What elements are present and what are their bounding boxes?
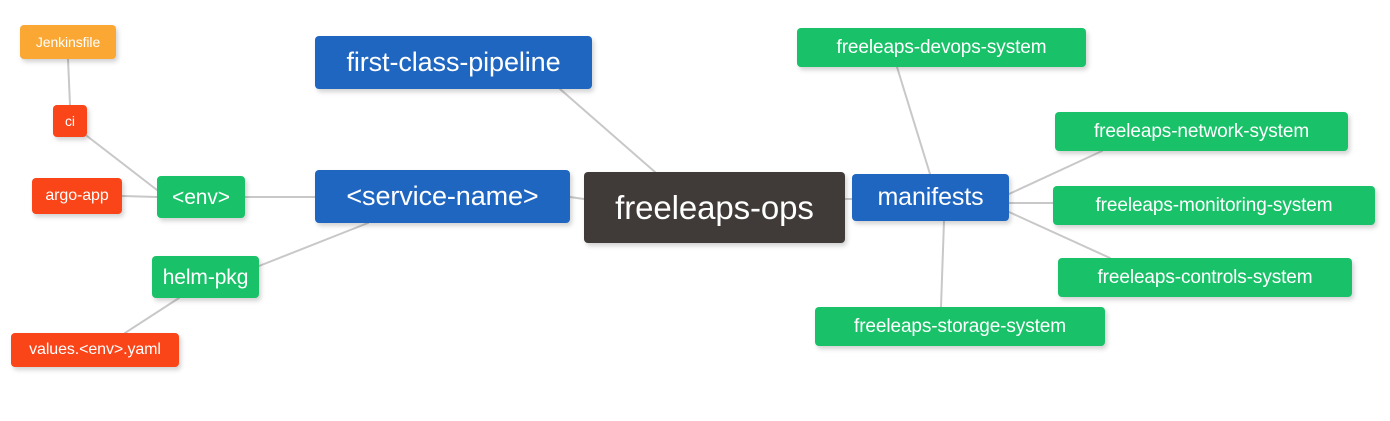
edge-service-name-to-freeleaps-ops bbox=[569, 196, 585, 200]
node-ci[interactable]: ci bbox=[53, 105, 87, 137]
node-first-class-pipeline[interactable]: first-class-pipeline bbox=[315, 36, 592, 89]
node-label-first-class-pipeline: first-class-pipeline bbox=[346, 47, 561, 77]
node-label-manifests: manifests bbox=[877, 183, 984, 211]
edge-jenkinsfile-to-ci bbox=[67, 58, 71, 106]
node-label-helm-pkg: helm-pkg bbox=[162, 265, 249, 289]
node-freeleaps-ops[interactable]: freeleaps-ops bbox=[584, 172, 845, 243]
node-label-argo-app: argo-app bbox=[45, 187, 109, 204]
node-freeleaps-storage-system[interactable]: freeleaps-storage-system bbox=[815, 307, 1105, 346]
node-freeleaps-devops-system[interactable]: freeleaps-devops-system bbox=[797, 28, 1086, 67]
node-service-name[interactable]: <service-name> bbox=[315, 170, 570, 223]
node-argo-app[interactable]: argo-app bbox=[32, 178, 122, 214]
node-label-freeleaps-network-system: freeleaps-network-system bbox=[1093, 121, 1310, 142]
node-label-freeleaps-ops: freeleaps-ops bbox=[615, 189, 814, 226]
node-label-jenkinsfile: Jenkinsfile bbox=[35, 34, 101, 50]
node-jenkinsfile[interactable]: Jenkinsfile bbox=[20, 25, 116, 59]
node-label-ci: ci bbox=[65, 113, 75, 129]
node-freeleaps-monitoring-system[interactable]: freeleaps-monitoring-system bbox=[1053, 186, 1375, 225]
edge-manifests-to-freeleaps-devops-system bbox=[896, 66, 931, 175]
node-freeleaps-network-system[interactable]: freeleaps-network-system bbox=[1055, 112, 1348, 151]
edge-first-class-pipeline-to-freeleaps-ops bbox=[559, 88, 656, 173]
edge-service-name-to-helm-pkg bbox=[258, 222, 369, 267]
node-values-env-yaml[interactable]: values.<env>.yaml bbox=[11, 333, 179, 367]
edge-manifests-to-freeleaps-storage-system bbox=[940, 220, 945, 308]
node-label-freeleaps-storage-system: freeleaps-storage-system bbox=[854, 316, 1066, 337]
edge-helm-pkg-to-values-env-yaml bbox=[124, 297, 180, 334]
edge-argo-app-to-env bbox=[121, 195, 158, 198]
node-label-service-name: <service-name> bbox=[346, 181, 539, 211]
node-label-env: <env> bbox=[172, 185, 230, 209]
node-label-values-env-yaml: values.<env>.yaml bbox=[29, 341, 161, 358]
node-env[interactable]: <env> bbox=[157, 176, 245, 218]
node-label-freeleaps-controls-system: freeleaps-controls-system bbox=[1097, 267, 1313, 288]
node-label-freeleaps-monitoring-system: freeleaps-monitoring-system bbox=[1095, 195, 1333, 216]
node-label-freeleaps-devops-system: freeleaps-devops-system bbox=[836, 37, 1047, 58]
node-freeleaps-controls-system[interactable]: freeleaps-controls-system bbox=[1058, 258, 1352, 297]
node-manifests[interactable]: manifests bbox=[852, 174, 1009, 221]
node-helm-pkg[interactable]: helm-pkg bbox=[152, 256, 259, 298]
